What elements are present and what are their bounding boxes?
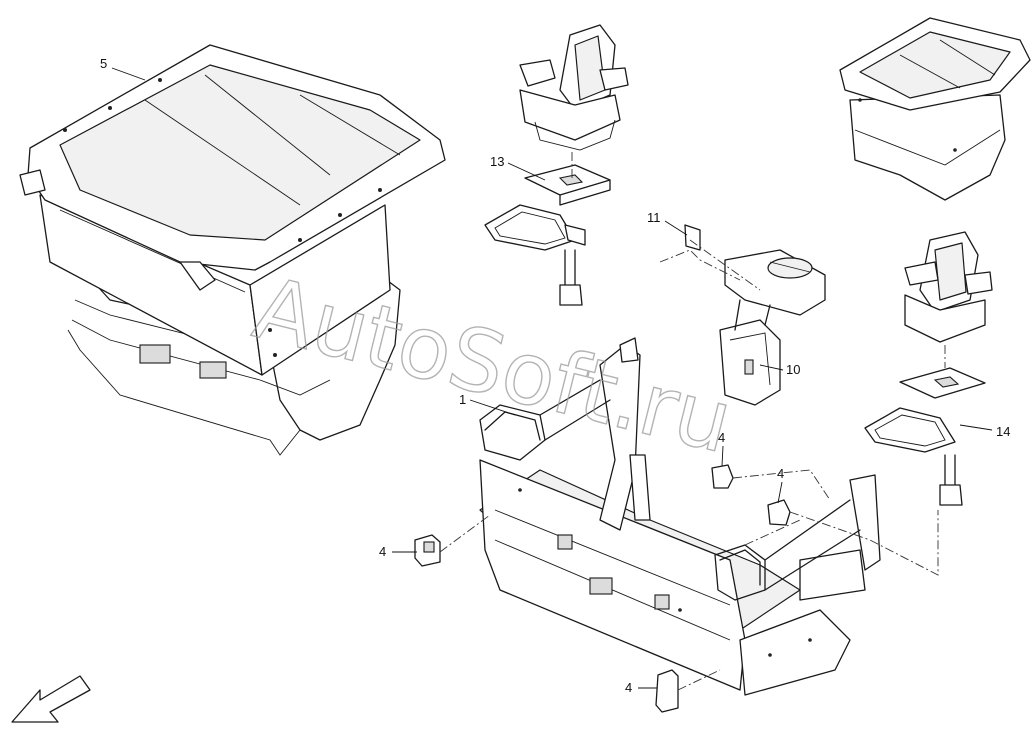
canopy-small-view bbox=[839, 17, 1031, 201]
seat-upper bbox=[519, 24, 629, 151]
seat-right bbox=[904, 231, 993, 343]
assembly-lines bbox=[439, 152, 946, 691]
callout-4-right: 4 bbox=[777, 466, 784, 481]
callout-1: 1 bbox=[459, 392, 466, 407]
watermark: AutoSoft.ru bbox=[245, 258, 741, 473]
part-1-cab-frame bbox=[479, 337, 881, 696]
callout-11: 11 bbox=[647, 210, 661, 225]
callout-4-left: 4 bbox=[379, 544, 386, 559]
part-4-bracket-right bbox=[767, 499, 791, 526]
part-10-steering-console bbox=[719, 249, 826, 406]
part-13-seat-base bbox=[484, 164, 611, 306]
callout-labels: 5 13 11 10 1 14 4 4 4 4 bbox=[100, 56, 1010, 695]
part-4-bracket-bottom bbox=[655, 669, 679, 713]
part-11-plate bbox=[684, 224, 701, 251]
callout-14: 14 bbox=[996, 424, 1010, 439]
callout-4-bottom: 4 bbox=[625, 680, 632, 695]
part-4-bracket-mid bbox=[711, 464, 734, 489]
part-5-canopy bbox=[19, 44, 446, 456]
part-4-bracket-left bbox=[414, 534, 441, 567]
callout-4-mid: 4 bbox=[718, 430, 725, 445]
part-14-seat-base bbox=[864, 367, 986, 506]
callout-5: 5 bbox=[100, 56, 107, 71]
direction-arrow-icon bbox=[11, 675, 91, 723]
callout-leaders bbox=[111, 67, 993, 689]
callout-10: 10 bbox=[786, 362, 800, 377]
callout-13: 13 bbox=[490, 154, 504, 169]
